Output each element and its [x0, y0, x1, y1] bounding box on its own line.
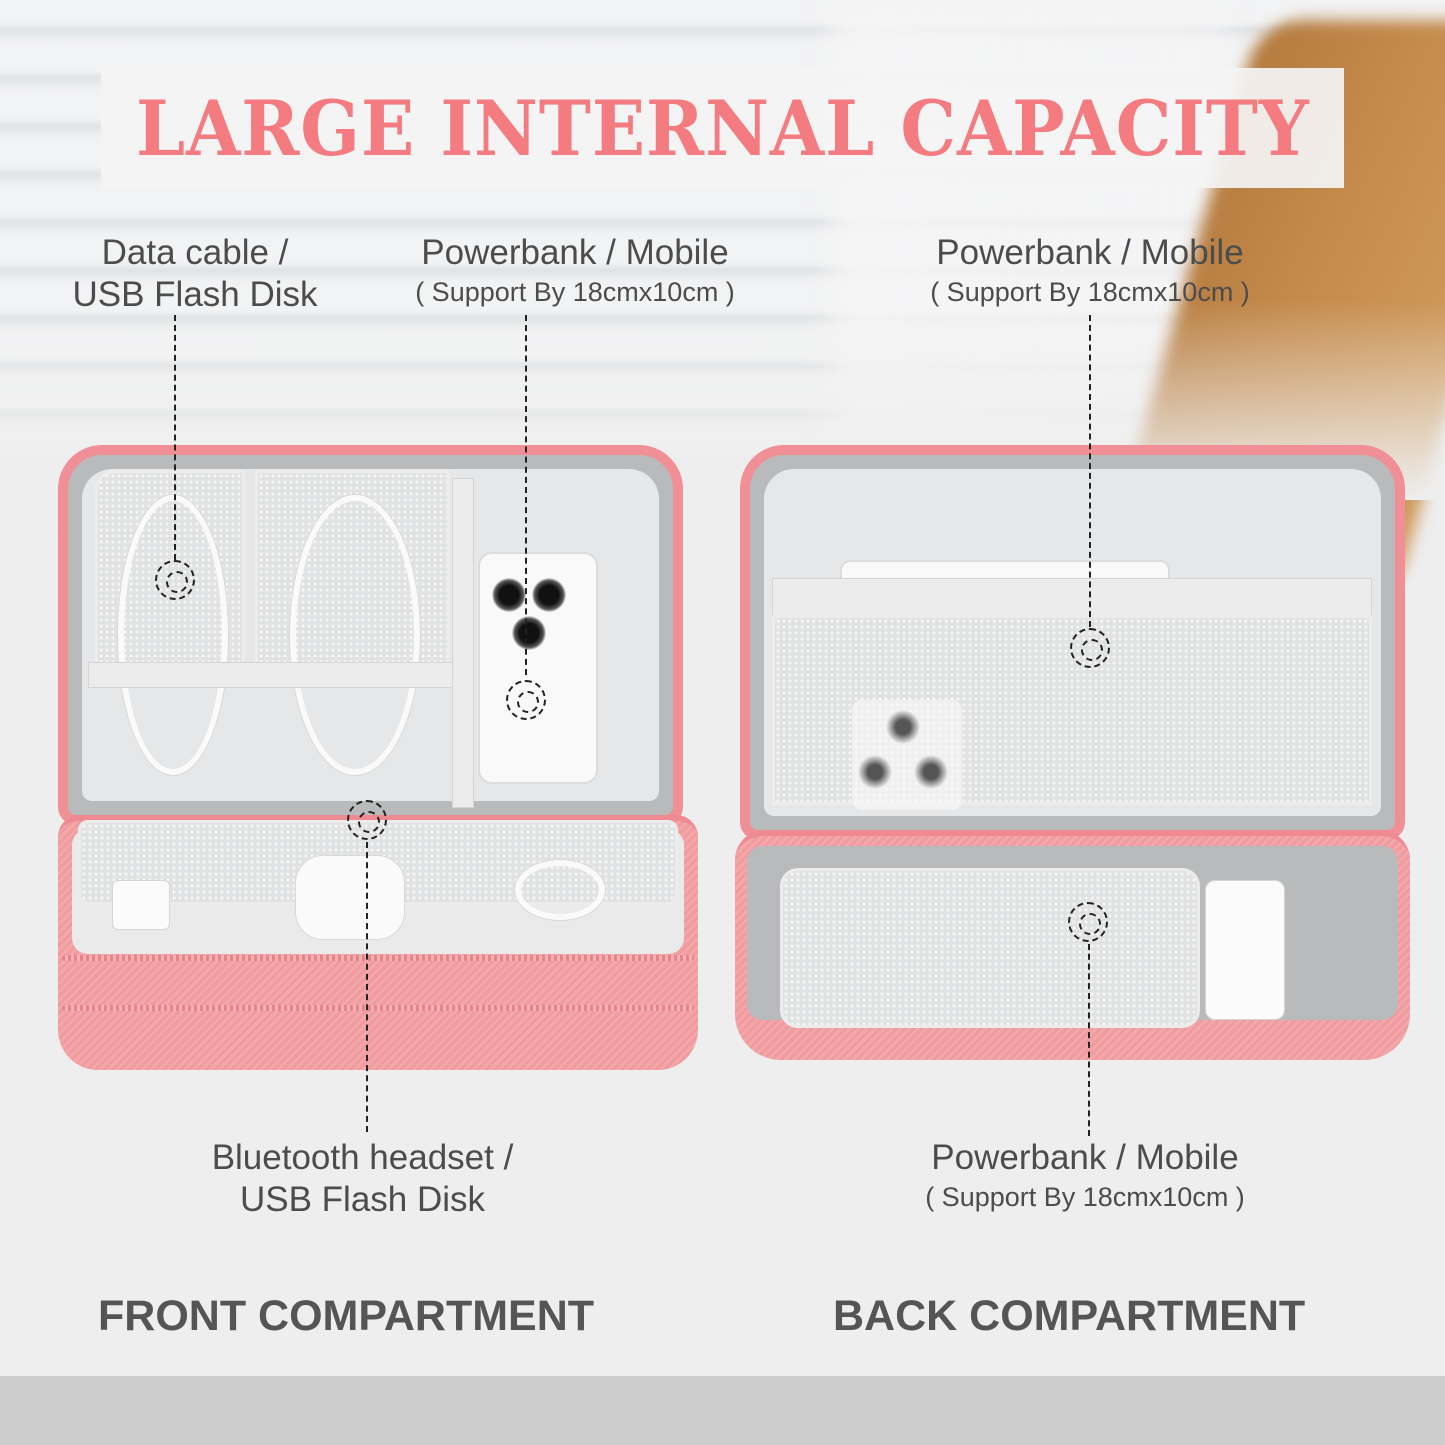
front-compartment-heading: FRONT COMPARTMENT: [98, 1292, 595, 1340]
label-line: USB Flash Disk: [239, 1180, 486, 1219]
leader-line: [1088, 944, 1090, 1136]
label-data-cable: Data cable / USB Flash Disk: [55, 232, 335, 316]
leader-line: [174, 315, 176, 560]
zipper: [62, 955, 694, 961]
camera-lens: [512, 616, 546, 650]
label-back-powerbank-top: Powerbank / Mobile ( Support By 18cmx10c…: [900, 232, 1280, 308]
callout-marker-icon: [155, 560, 195, 600]
floor-strip: [0, 1376, 1445, 1445]
title-banner: LARGE INTERNAL CAPACITY: [101, 68, 1344, 188]
charger-block: [1205, 880, 1285, 1020]
camera-lens: [914, 755, 948, 789]
label-sub: ( Support By 18cmx10cm ): [415, 277, 735, 307]
camera-lens: [886, 710, 920, 744]
earbud-case: [295, 855, 405, 940]
camera-lens: [532, 578, 566, 612]
small-cable: [515, 860, 605, 920]
callout-marker-icon: [1070, 628, 1110, 668]
callout-marker-icon: [1068, 902, 1108, 942]
callout-marker-icon: [506, 680, 546, 720]
label-main: Powerbank / Mobile: [931, 1138, 1239, 1177]
usb-cable: [290, 495, 420, 775]
camera-lens: [858, 755, 892, 789]
elastic-strap: [452, 478, 474, 808]
label-line: USB Flash Disk: [72, 275, 318, 314]
usb-cable: [118, 495, 228, 775]
elastic-strap: [772, 578, 1372, 618]
page-title: LARGE INTERNAL CAPACITY: [135, 83, 1310, 173]
mesh-lower-pocket-back: [780, 868, 1200, 1028]
back-compartment-heading: BACK COMPARTMENT: [833, 1292, 1306, 1340]
leader-line: [366, 842, 368, 1132]
label-sub: ( Support By 18cmx10cm ): [925, 1182, 1245, 1212]
elastic-strap: [88, 662, 458, 688]
label-main: Powerbank / Mobile: [936, 233, 1244, 272]
zipper: [62, 1005, 694, 1011]
charger-block: [112, 880, 170, 930]
label-line: Data cable /: [101, 233, 289, 272]
label-bluetooth-headset: Bluetooth headset / USB Flash Disk: [170, 1137, 555, 1221]
phone-camera-module: [852, 700, 962, 810]
label-back-powerbank-bottom: Powerbank / Mobile ( Support By 18cmx10c…: [895, 1137, 1275, 1213]
phone: [478, 552, 598, 784]
label-front-powerbank: Powerbank / Mobile ( Support By 18cmx10c…: [385, 232, 765, 308]
label-line: Bluetooth headset /: [211, 1138, 514, 1177]
label-sub: ( Support By 18cmx10cm ): [930, 277, 1250, 307]
leader-line: [1089, 315, 1091, 627]
callout-marker-icon: [347, 800, 387, 840]
camera-lens: [492, 578, 526, 612]
label-main: Powerbank / Mobile: [421, 233, 729, 272]
leader-line: [525, 315, 527, 675]
